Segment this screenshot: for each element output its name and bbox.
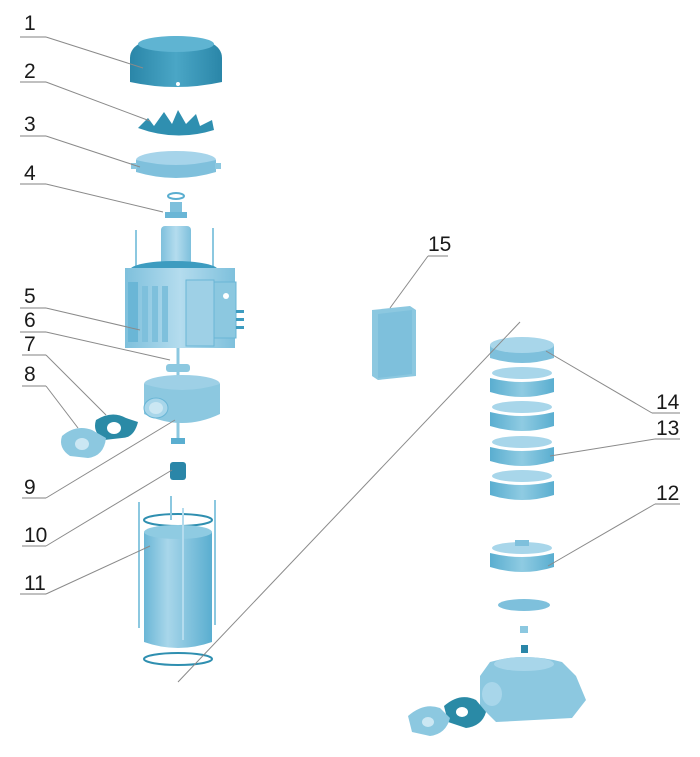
callout-13: 13	[656, 417, 679, 440]
top-stage-part	[490, 337, 554, 363]
callout-7: 7	[24, 333, 36, 356]
callout-11: 11	[24, 572, 46, 595]
stage-part	[490, 367, 554, 397]
pump-base-assembly	[408, 599, 586, 736]
callout-leaders	[20, 36, 680, 595]
callout-4: 4	[24, 162, 36, 185]
terminal-box-part	[372, 306, 416, 380]
callout-8: 8	[24, 363, 36, 386]
coupling-part	[170, 438, 186, 480]
callout-12: 12	[656, 482, 679, 505]
callout-6: 6	[24, 309, 36, 332]
callout-5: 5	[24, 285, 36, 308]
flange-part	[61, 428, 106, 458]
assembly-axis-line	[177, 321, 521, 683]
callout-10: 10	[24, 524, 47, 547]
stage-part	[490, 470, 554, 500]
callout-14: 14	[656, 391, 680, 414]
callout-9: 9	[24, 476, 36, 499]
callout-15: 15	[428, 233, 451, 256]
intermediate-stage-part	[490, 436, 554, 466]
fan-cover-part	[130, 36, 222, 87]
cooling-fan-part	[138, 110, 214, 136]
bearing-part	[161, 192, 191, 266]
stage-part	[490, 401, 554, 431]
pump-head-part	[143, 375, 220, 423]
callout-labels: 1 2 3 4 5 6 7 8 9 10 11 12 13 14 15	[24, 12, 680, 595]
stage-stack	[490, 337, 554, 572]
callout-2: 2	[24, 60, 36, 83]
first-stage-part	[490, 540, 554, 572]
gasket-part	[95, 414, 138, 440]
motor-part	[125, 261, 244, 348]
callout-1: 1	[24, 12, 36, 35]
outer-sleeve-part	[138, 496, 216, 666]
tie-rods	[135, 228, 214, 268]
callout-3: 3	[24, 113, 36, 136]
end-cover-part	[131, 151, 221, 178]
